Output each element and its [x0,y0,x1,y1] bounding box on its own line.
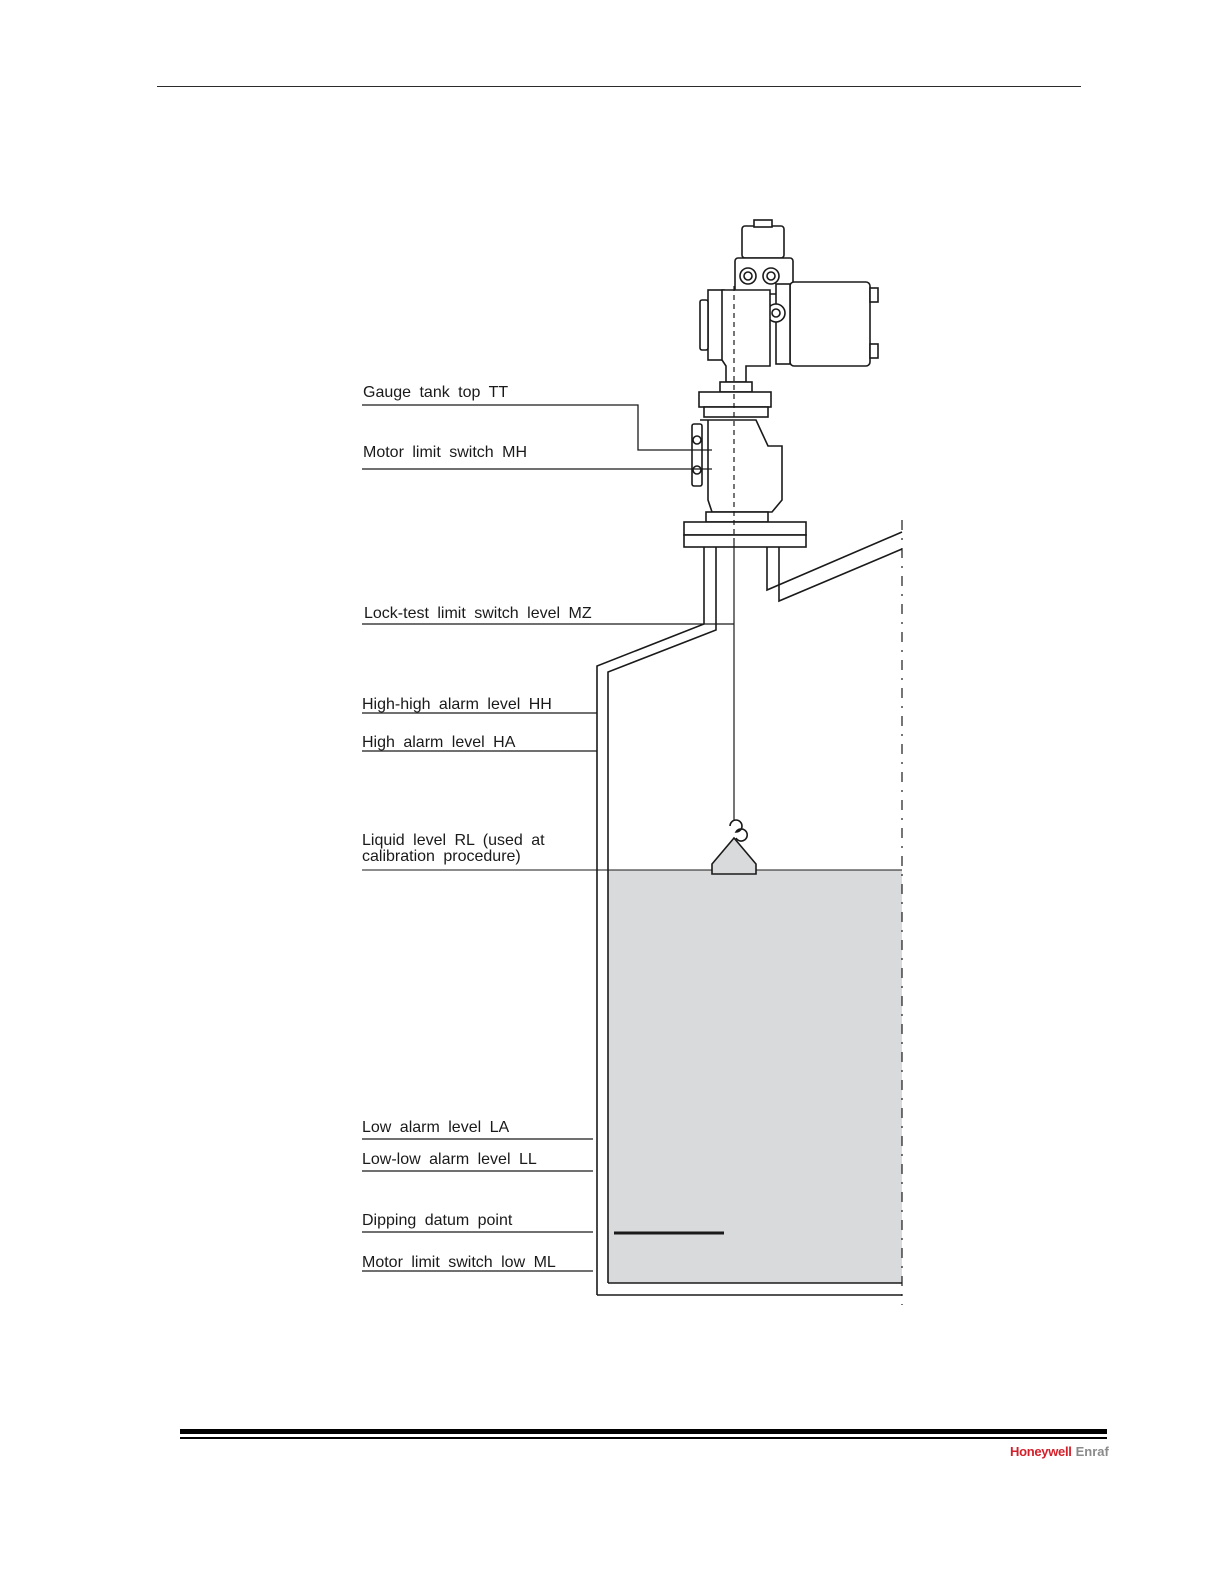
label-motor-low: Motor limit switch low ML [362,1254,556,1271]
label-low-low: Low-low alarm level LL [362,1151,537,1168]
label-dipping-datum: Dipping datum point [362,1212,513,1229]
label-high-high: High-high alarm level HH [362,696,552,713]
label-liquid-level-line2: calibration procedure) [362,848,521,865]
label-low-alarm: Low alarm level LA [362,1119,510,1136]
brand-suffix: Enraf [1076,1444,1109,1459]
label-tank-top: Gauge tank top TT [363,384,508,401]
brand-name: Honeywell [1010,1444,1072,1459]
footer-rule-thick [180,1429,1107,1434]
liquid-fill [608,870,902,1283]
label-lock-test: Lock-test limit switch level MZ [364,605,592,622]
label-motor-high: Motor limit switch MH [363,444,527,461]
displacer [712,820,756,874]
gauge-housing [684,220,878,547]
footer-rule-thin [180,1437,1107,1439]
label-high-alarm: High alarm level HA [362,734,516,751]
brand-logo: Honeywell Enraf [1010,1444,1109,1459]
label-liquid-level-line1: Liquid level RL (used at [362,832,545,849]
